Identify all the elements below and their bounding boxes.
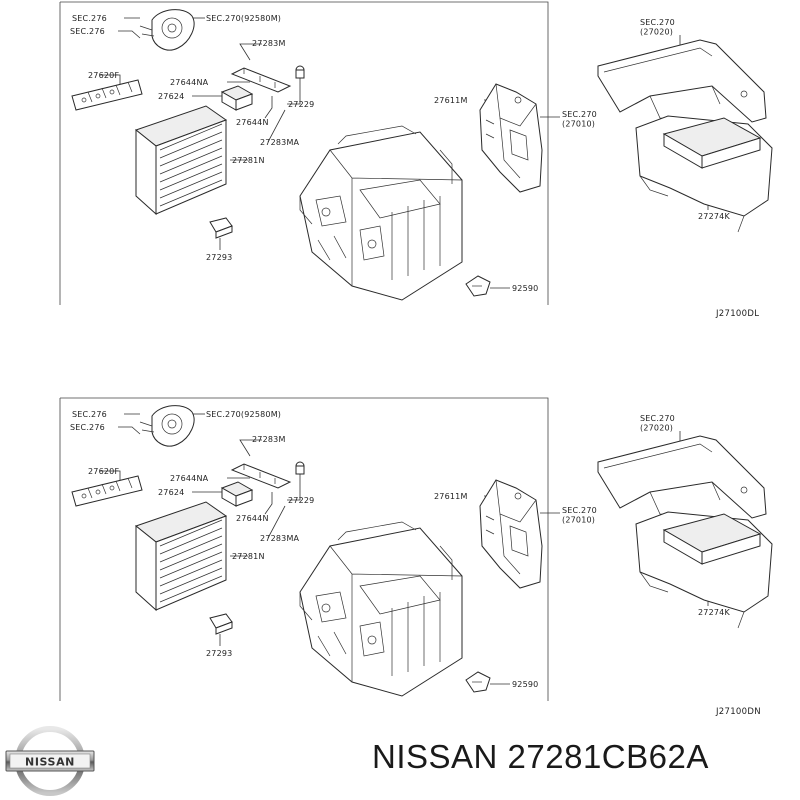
label-sec270-27020: SEC.270(27020) xyxy=(640,414,675,433)
label-27229: 27229 xyxy=(288,100,314,109)
logo-wordmark: NISSAN xyxy=(25,756,75,769)
label-92590: 92590 xyxy=(512,680,538,689)
label-27283ma: 27283MA xyxy=(260,534,300,543)
label-27644n: 27644N xyxy=(236,514,269,523)
label-27620f: 27620F xyxy=(88,71,119,80)
label-27281n: 27281N xyxy=(232,156,265,165)
label-27644na: 27644NA xyxy=(170,474,209,483)
label-27620f: 27620F xyxy=(88,467,119,476)
label-27293: 27293 xyxy=(206,649,232,658)
label-27293: 27293 xyxy=(206,253,232,262)
label-27274k: 27274K xyxy=(698,608,730,617)
diagram-top: SEC.276 SEC.276 SEC.270(92580M) 27283M 2… xyxy=(59,1,773,319)
label-line: SEC.270 xyxy=(640,414,675,423)
part-number-title: NISSAN 27281CB62A xyxy=(372,738,709,775)
diagram-bottom: SEC.276 SEC.276 SEC.270(92580M) 27283M 2… xyxy=(59,397,773,717)
label-sec276-b: SEC.276 xyxy=(70,27,105,36)
label-27283m: 27283M xyxy=(252,39,286,48)
diagram-code: J27100DN xyxy=(715,707,761,717)
label-line: (27020) xyxy=(640,424,673,433)
label-line: SEC.270 xyxy=(562,506,597,515)
label-27611m: 27611M xyxy=(434,492,468,501)
label-line: (27010) xyxy=(562,516,595,525)
label-27283m: 27283M xyxy=(252,435,286,444)
label-27644na: 27644NA xyxy=(170,78,209,87)
label-27281n: 27281N xyxy=(232,552,265,561)
label-27644n: 27644N xyxy=(236,118,269,127)
label-sec270-27010: SEC.270(27010) xyxy=(562,110,597,129)
label-27274k: 27274K xyxy=(698,212,730,221)
diagram-code: J27100DL xyxy=(715,309,759,319)
label-sec276-a: SEC.276 xyxy=(72,14,107,23)
label-27624: 27624 xyxy=(158,92,184,101)
label-sec270-92580m: SEC.270(92580M) xyxy=(206,410,281,419)
label-sec270-27020: SEC.270(27020) xyxy=(640,18,675,37)
label-27624: 27624 xyxy=(158,488,184,497)
label-line: (27020) xyxy=(640,28,673,37)
label-sec276-b: SEC.276 xyxy=(70,423,105,432)
label-line: SEC.270 xyxy=(640,18,675,27)
label-27611m: 27611M xyxy=(434,96,468,105)
nissan-logo: NISSAN xyxy=(5,726,95,796)
label-sec270-27010: SEC.270(27010) xyxy=(562,506,597,525)
label-27283ma: 27283MA xyxy=(260,138,300,147)
label-92590: 92590 xyxy=(512,284,538,293)
label-line: (27010) xyxy=(562,120,595,129)
label-27229: 27229 xyxy=(288,496,314,505)
label-sec270-92580m: SEC.270(92580M) xyxy=(206,14,281,23)
label-sec276-a: SEC.276 xyxy=(72,410,107,419)
label-line: SEC.270 xyxy=(562,110,597,119)
